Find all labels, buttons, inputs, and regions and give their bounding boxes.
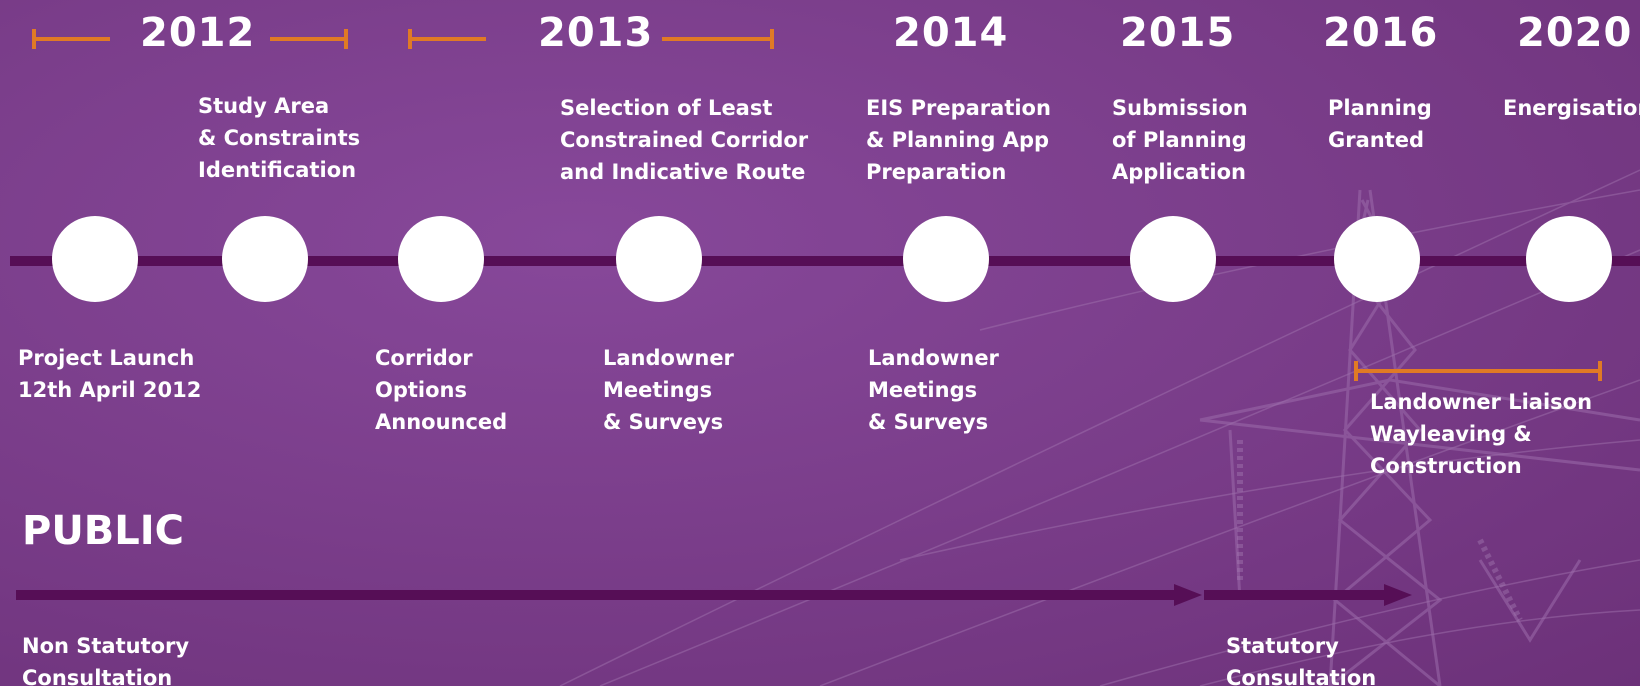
timeline-node-project-launch — [52, 216, 138, 302]
timeline-node-planning-submission — [1130, 216, 1216, 302]
timeline-node-planning-granted — [1334, 216, 1420, 302]
timeline-node-study-area — [222, 216, 308, 302]
year-label-2015: 2015 — [1120, 10, 1236, 56]
timeline-node-eis-preparation — [903, 216, 989, 302]
public-heading: PUBLIC — [22, 508, 185, 554]
year-label-2020: 2020 — [1517, 10, 1633, 56]
year-label-2013: 2013 — [538, 10, 654, 56]
year-label-2012: 2012 — [140, 10, 256, 56]
milestone-energisation: Energisation — [1503, 96, 1640, 120]
year-label-2016: 2016 — [1323, 10, 1439, 56]
timeline-node-corridor-selection — [616, 216, 702, 302]
year-label-2014: 2014 — [893, 10, 1009, 56]
timeline-axis — [10, 256, 1640, 266]
timeline-node-energisation — [1526, 216, 1612, 302]
timeline-node-corridor-options — [398, 216, 484, 302]
